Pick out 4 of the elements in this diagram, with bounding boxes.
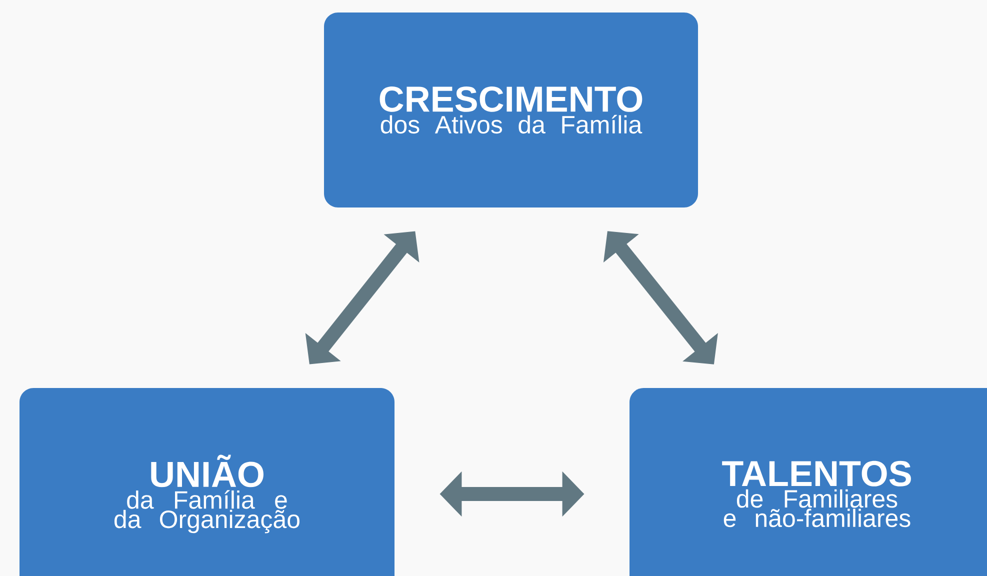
text-box: TALENTOS de Familiares e não-familiares xyxy=(630,388,987,576)
text-box: UNIÃO da Família e da Organização xyxy=(20,388,394,576)
double-arrow xyxy=(603,231,718,364)
text-box: CRESCIMENTO dos Ativos da Família xyxy=(324,12,698,208)
